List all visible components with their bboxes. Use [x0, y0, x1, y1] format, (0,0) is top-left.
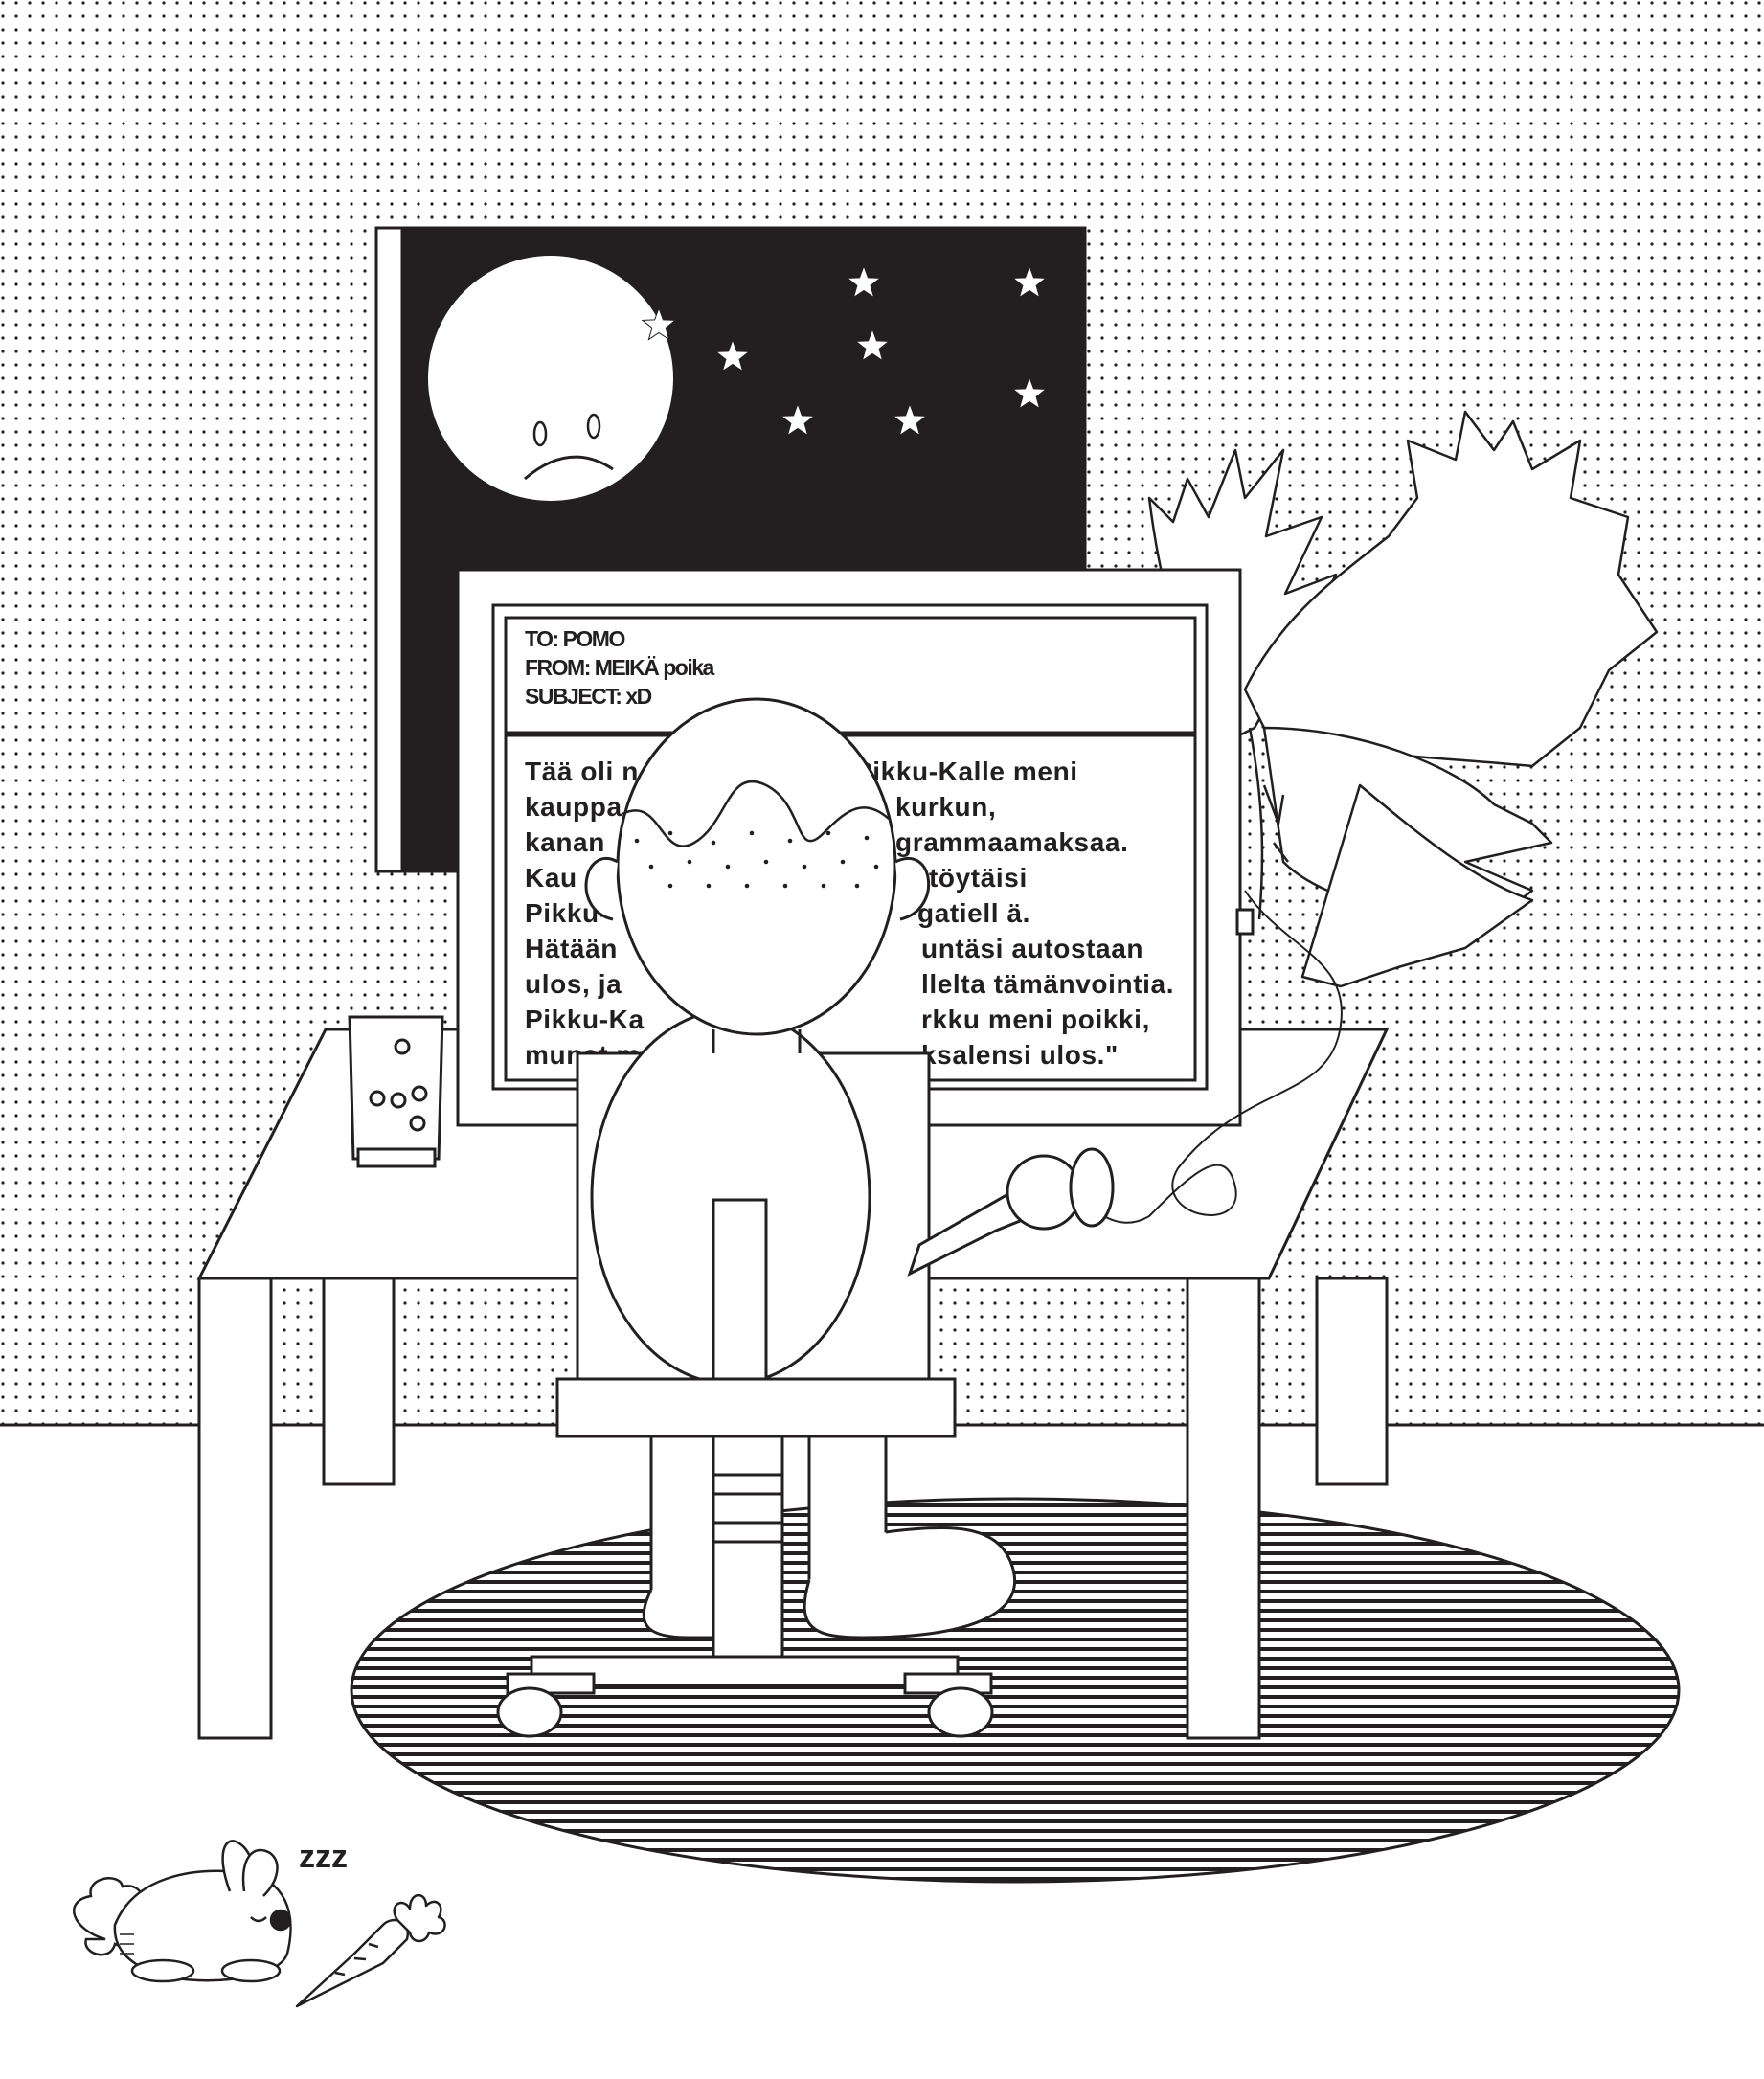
email-body-line: Tää oli n — [525, 757, 639, 786]
freckle — [825, 830, 831, 836]
email-header-box — [504, 616, 1197, 734]
star-icon — [1011, 264, 1048, 299]
monitor-side-knob — [1235, 908, 1255, 936]
head — [616, 697, 897, 1036]
carrot-leaves — [393, 1893, 446, 1943]
star-icon — [641, 306, 677, 341]
email-body-line: kurkun, — [895, 792, 996, 822]
email-body-line: gatiell ä. — [917, 898, 1030, 928]
freckle — [725, 864, 731, 870]
chair-wheel-right — [927, 1686, 994, 1738]
plant-icon — [1147, 410, 1659, 988]
email-body-line: ulos, ja — [525, 969, 622, 999]
freckles — [634, 830, 879, 889]
star-icon — [854, 328, 891, 362]
chair-base — [530, 1655, 960, 1687]
freckle — [763, 859, 769, 865]
freckle — [749, 830, 755, 836]
bunny-back-paw — [130, 1958, 195, 1983]
email-header: TO: POMO FROM: MEIKÄ poika SUBJECT: xD — [525, 626, 716, 709]
computer-mouse — [1069, 1147, 1115, 1228]
freckle — [687, 859, 692, 865]
freckle — [648, 864, 654, 870]
email-body-line: llelta tämänvointia. — [921, 969, 1174, 999]
hand — [1006, 1154, 1082, 1231]
freckle — [711, 840, 716, 846]
hair-line — [622, 780, 890, 847]
chair-post — [712, 1198, 768, 1408]
freckle — [840, 859, 846, 865]
star-icon — [780, 402, 816, 437]
freckle — [873, 864, 879, 870]
email-body-line: Pikku-Ka — [525, 1005, 645, 1034]
email-body-line: Hätään — [525, 934, 618, 963]
bunny-front-paw — [220, 1958, 282, 1983]
stars — [641, 264, 1048, 437]
left-ear — [584, 857, 619, 921]
email-body-line: rkku meni poikki, — [921, 1005, 1150, 1034]
office-chair — [496, 1377, 994, 1738]
email-to: TO: POMO — [525, 626, 624, 651]
window-frame — [374, 226, 404, 873]
mouse-cable — [1072, 890, 1343, 1224]
desk-leg-front-left — [197, 1277, 273, 1740]
chair-stem — [712, 1435, 784, 1659]
sleep-zzz: zzz — [299, 1839, 348, 1875]
freckle — [634, 838, 640, 844]
sleeping-bunny-icon — [73, 1840, 292, 1983]
email-body-line: Kau — [525, 863, 577, 893]
bunny-ear — [241, 1848, 279, 1897]
chair-seat — [555, 1377, 957, 1438]
person — [576, 697, 1115, 1639]
freckle — [854, 883, 860, 889]
desk-leg-front-right — [1186, 1277, 1261, 1740]
email-from: FROM: MEIKÄ poika — [525, 655, 715, 680]
desk-leg-back-right — [1315, 1277, 1389, 1486]
email-body-line: töytäisi — [929, 863, 1028, 893]
desk-leg-back-left — [322, 1277, 396, 1486]
bunny-eye — [250, 1916, 267, 1923]
freckle — [744, 883, 750, 889]
star-icon — [846, 264, 882, 299]
chair-wheel-left — [496, 1686, 563, 1738]
email-subject: SUBJECT: xD — [525, 684, 652, 709]
email-body-line: kauppa — [525, 792, 622, 822]
email-body-line: kanan — [525, 827, 605, 857]
carrot-body — [295, 1918, 410, 2008]
right-ear — [894, 857, 931, 921]
email-body-line: untäsi autostaan — [921, 934, 1143, 963]
email-body-line: grammaamaksaa. — [895, 827, 1128, 857]
star-icon — [714, 338, 751, 373]
sad-moon-icon — [428, 256, 673, 501]
freckle — [821, 883, 826, 889]
freckle — [706, 883, 712, 889]
freckle — [667, 830, 673, 836]
freckle — [787, 838, 793, 844]
bunny-nose — [269, 1909, 292, 1932]
freckle — [667, 883, 673, 889]
email-body-line: Pikku-Kalle meni — [854, 757, 1078, 786]
freckle — [782, 883, 788, 889]
star-icon — [1011, 375, 1048, 410]
right-foot — [803, 1525, 1017, 1639]
star-icon — [892, 402, 928, 437]
freckle — [864, 835, 870, 841]
carrot-icon — [295, 1893, 446, 2008]
email-body-line: ksalensi ulos." — [921, 1040, 1119, 1070]
water-glass — [348, 1015, 444, 1168]
neck — [712, 1029, 802, 1053]
freckle — [802, 864, 807, 870]
